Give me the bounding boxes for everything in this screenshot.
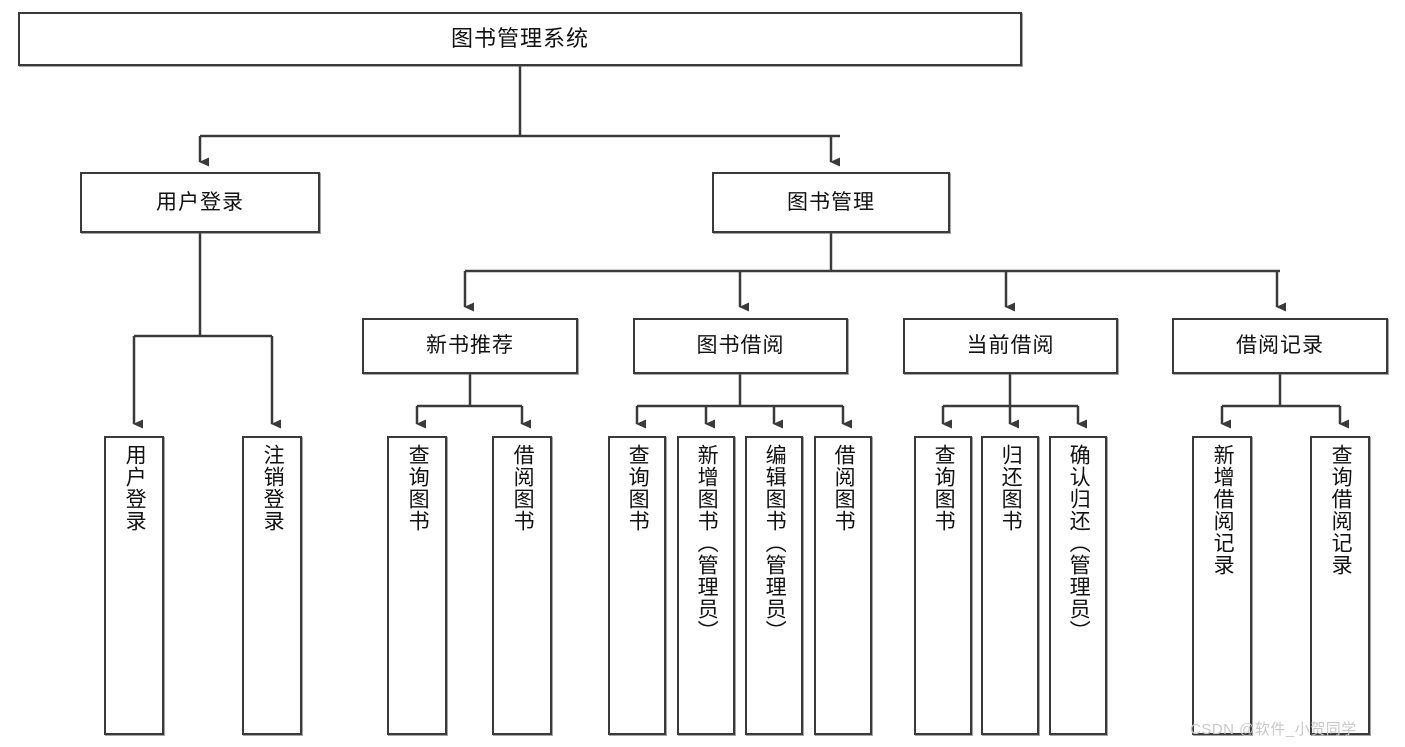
leaf-query-book-2[interactable]: 查询图书	[608, 436, 666, 735]
leaf-borrow-book-1-label: 借阅图书	[511, 444, 535, 532]
node-user-login-label: 用户登录	[156, 190, 244, 214]
node-borrow-record-label: 借阅记录	[1236, 334, 1324, 358]
leaf-query-book-3[interactable]: 查询图书	[914, 436, 972, 735]
leaf-add-record[interactable]: 新增借阅记录	[1192, 436, 1252, 735]
leaf-user-login[interactable]: 用户登录	[104, 436, 164, 735]
leaf-edit-book[interactable]: 编辑图书（管理员）	[745, 436, 803, 735]
leaf-user-login-label: 用户登录	[123, 444, 147, 532]
leaf-logout-label: 注销登录	[261, 444, 285, 532]
leaf-confirm-return[interactable]: 确认归还（管理员）	[1049, 436, 1107, 735]
node-borrow-record[interactable]: 借阅记录	[1172, 318, 1388, 374]
leaf-query-book-2-label: 查询图书	[626, 444, 650, 532]
leaf-query-record-label: 查询借阅记录	[1329, 444, 1353, 576]
node-new-book-rec[interactable]: 新书推荐	[362, 318, 578, 374]
node-new-book-rec-label: 新书推荐	[426, 334, 514, 358]
leaf-edit-book-label: 编辑图书（管理员）	[763, 444, 787, 642]
leaf-query-book-1[interactable]: 查询图书	[387, 436, 447, 735]
leaf-add-record-label: 新增借阅记录	[1211, 444, 1235, 576]
leaf-confirm-return-label: 确认归还（管理员）	[1067, 444, 1091, 642]
leaf-logout[interactable]: 注销登录	[242, 436, 302, 735]
node-user-login[interactable]: 用户登录	[80, 172, 320, 233]
leaf-add-book-label: 新增图书（管理员）	[695, 444, 719, 642]
csdn-watermark: CSDN @软件_小贺同学	[1190, 721, 1357, 738]
node-book-manage-label: 图书管理	[787, 190, 875, 214]
node-book-manage[interactable]: 图书管理	[712, 172, 950, 233]
leaf-borrow-book-2[interactable]: 借阅图书	[814, 436, 872, 735]
leaf-query-book-1-label: 查询图书	[406, 444, 430, 532]
node-book-borrow-label: 图书借阅	[696, 334, 785, 358]
leaf-borrow-book-2-label: 借阅图书	[832, 444, 856, 532]
node-root-label: 图书管理系统	[450, 25, 589, 51]
leaf-query-book-3-label: 查询图书	[932, 444, 956, 532]
leaf-return-book[interactable]: 归还图书	[981, 436, 1039, 735]
leaf-borrow-book-1[interactable]: 借阅图书	[492, 436, 552, 735]
leaf-query-record[interactable]: 查询借阅记录	[1310, 436, 1370, 735]
node-book-borrow[interactable]: 图书借阅	[633, 318, 848, 374]
node-root[interactable]: 图书管理系统	[18, 12, 1022, 66]
leaf-add-book[interactable]: 新增图书（管理员）	[677, 436, 735, 735]
leaf-return-book-label: 归还图书	[999, 444, 1023, 532]
node-current-borrow-label: 当前借阅	[966, 334, 1055, 358]
node-current-borrow[interactable]: 当前借阅	[903, 318, 1118, 374]
